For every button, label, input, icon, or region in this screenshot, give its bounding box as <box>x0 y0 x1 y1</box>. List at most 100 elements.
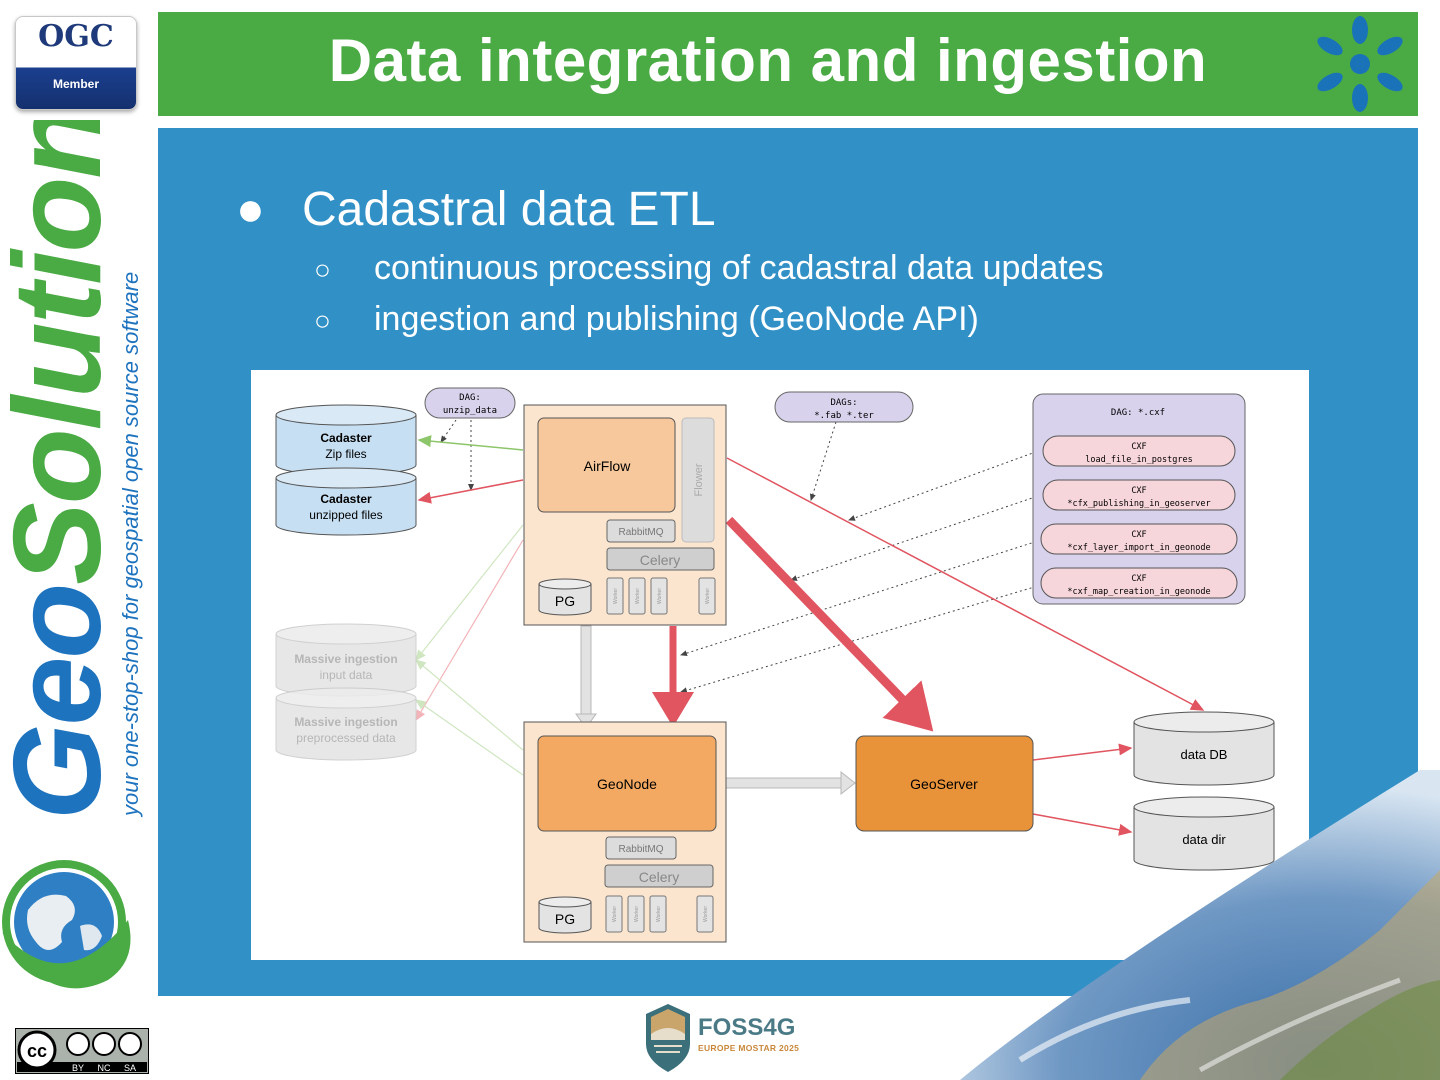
link-airflow-zip <box>417 435 524 451</box>
pg-label: PG <box>555 593 575 609</box>
by-label: BY <box>72 1063 84 1073</box>
earth-image-corner <box>960 770 1440 1080</box>
link-airflow-geoserver <box>725 516 934 732</box>
data-db: data DB <box>1133 711 1275 786</box>
link-airflow-geonode-grey <box>575 625 597 729</box>
ogc-logo-text: OGC <box>38 19 114 54</box>
rabbitmq-label: RabbitMQ <box>618 527 663 538</box>
link-airflow-datadb <box>726 457 1205 711</box>
sa-icon <box>118 1032 142 1056</box>
airflow-container: AirFlow Flower RabbitMQ Celery PG Worker… <box>523 404 727 626</box>
title-bar <box>158 12 1418 116</box>
by-icon <box>66 1032 90 1056</box>
worker-label: Worker <box>634 906 640 922</box>
cadaster-zip-sub: Zip files <box>325 447 366 461</box>
foss4g-pin-icon <box>646 1004 690 1072</box>
dags-fab-note: DAGs: *.fab *.ter <box>774 391 914 423</box>
slide-title: Data integration and ingestion <box>328 27 1208 94</box>
dag-cxf-group: DAG: *.cxf CXF load_file_in_postgres CXF… <box>1032 393 1246 605</box>
dag-cxf-label: DAG: *.cxf <box>1111 408 1165 418</box>
globe-icon <box>2 860 131 989</box>
airflow-label: AirFlow <box>584 458 632 474</box>
massive-input-sub: input data <box>320 668 373 682</box>
dag-unzip-name: unzip_data <box>443 406 497 416</box>
worker-label: Worker <box>657 588 663 604</box>
geoserver-box: GeoServer <box>855 735 1034 832</box>
bullet-marker: ● <box>236 183 265 236</box>
architecture-diagram-svg: DAG: unzip_data DAGs: *.fab *.ter Cadast… <box>275 387 1275 943</box>
bullet-main: ● Cadastral data ETL <box>236 182 716 237</box>
ogc-member-label: Member <box>52 77 99 91</box>
bullet-sub-2-text: ingestion and publishing (GeoNode API) <box>374 300 979 338</box>
geosolutions-brand: GeoSolutions your one-stop-shop for geos… <box>0 120 143 989</box>
nc-icon <box>92 1032 116 1056</box>
cxf-task-head: CXF <box>1131 442 1146 452</box>
pg-label: PG <box>555 911 575 927</box>
dag-unzip-label: DAG: <box>459 393 481 403</box>
cxf-task-name: load_file_in_postgres <box>1085 455 1192 465</box>
cxf-task-head: CXF <box>1131 530 1146 540</box>
link-geoserver-datadb <box>1032 743 1133 761</box>
cc-license-badge: cc BY NC SA <box>15 1028 149 1074</box>
flower-logo-icon <box>1317 16 1403 112</box>
data-db-label: data DB <box>1181 747 1228 762</box>
geonode-label: GeoNode <box>597 776 657 792</box>
bullet-main-text: Cadastral data ETL <box>302 183 716 236</box>
sub-bullet-marker: ○ <box>314 305 331 336</box>
data-dir: data dir <box>1133 796 1275 871</box>
cxf-task-name: *cxf_layer_import_in_geonode <box>1067 543 1210 553</box>
massive-pre-title: Massive ingestion <box>294 715 397 729</box>
foss4g-name: FOSS4G <box>698 1014 796 1041</box>
foss4g-logo: FOSS4G EUROPE MOSTAR 2025 <box>640 1000 810 1076</box>
sa-label: SA <box>124 1063 136 1073</box>
rabbitmq-label: RabbitMQ <box>618 844 663 855</box>
cxf-task: CXF *cxf_layer_import_in_geonode <box>1040 523 1238 555</box>
massive-pre-db: Massive ingestion preprocessed data <box>275 687 417 761</box>
worker-label: Worker <box>612 906 618 922</box>
cxf-task-head: CXF <box>1131 486 1146 496</box>
worker-label: Worker <box>656 906 662 922</box>
bullet-sub-1-text: continuous processing of cadastral data … <box>374 249 1104 287</box>
cc-icon: cc <box>27 1041 47 1061</box>
nc-label: NC <box>98 1063 111 1073</box>
flower-label: Flower <box>693 463 705 496</box>
dags-fab-label: DAGs: <box>830 398 857 408</box>
massive-input-db: Massive ingestion input data <box>275 623 417 697</box>
dags-fab-name: *.fab *.ter <box>814 411 874 421</box>
cxf-task: CXF *cfx_publishing_in_geoserver <box>1042 479 1236 511</box>
cadaster-zip-title: Cadaster <box>320 431 372 445</box>
worker-label: Worker <box>635 588 641 604</box>
architecture-diagram: DAG: unzip_data DAGs: *.fab *.ter Cadast… <box>251 370 1309 960</box>
bullet-sub-1: ○ continuous processing of cadastral data… <box>314 249 1104 288</box>
geosolutions-tagline: your one-stop-shop for geospatial open s… <box>118 272 143 818</box>
bullet-sub-2: ○ ingestion and publishing (GeoNode API) <box>314 300 979 339</box>
cxf-task-name: *cxf_map_creation_in_geonode <box>1067 587 1210 597</box>
worker-label: Worker <box>613 588 619 604</box>
cxf-task: CXF *cxf_map_creation_in_geonode <box>1040 567 1238 599</box>
foss4g-sub: EUROPE MOSTAR 2025 <box>698 1043 800 1053</box>
data-dir-label: data dir <box>1182 832 1226 847</box>
geoserver-label: GeoServer <box>910 776 978 792</box>
geonode-container: GeoNode RabbitMQ Celery PG Worker Worker… <box>523 721 727 943</box>
celery-label: Celery <box>639 869 679 885</box>
cxf-task: CXF load_file_in_postgres <box>1042 435 1236 467</box>
ogc-member-logo: OGC Member <box>15 16 137 110</box>
geosolutions-wordmark: GeoSolutions <box>0 120 127 820</box>
faded-links <box>415 524 524 776</box>
sub-bullet-marker: ○ <box>314 254 331 285</box>
worker-label: Worker <box>705 588 711 604</box>
dag-unzip-note: DAG: unzip_data <box>424 387 516 419</box>
massive-pre-sub: preprocessed data <box>296 731 396 745</box>
cadaster-unzipped-title: Cadaster <box>320 492 372 506</box>
link-geonode-geoserver <box>717 770 856 796</box>
massive-input-title: Massive ingestion <box>294 652 397 666</box>
cxf-task-name: *cfx_publishing_in_geoserver <box>1067 499 1210 509</box>
cadaster-zip-db: Cadaster Zip files <box>275 404 417 476</box>
worker-label: Worker <box>703 906 709 922</box>
cxf-task-head: CXF <box>1131 574 1146 584</box>
cadaster-unzipped-sub: unzipped files <box>309 508 382 522</box>
link-geoserver-datadir <box>1032 813 1133 836</box>
cadaster-unzipped-db: Cadaster unzipped files <box>275 467 417 536</box>
celery-label: Celery <box>640 552 680 568</box>
dag-links <box>440 419 1042 694</box>
